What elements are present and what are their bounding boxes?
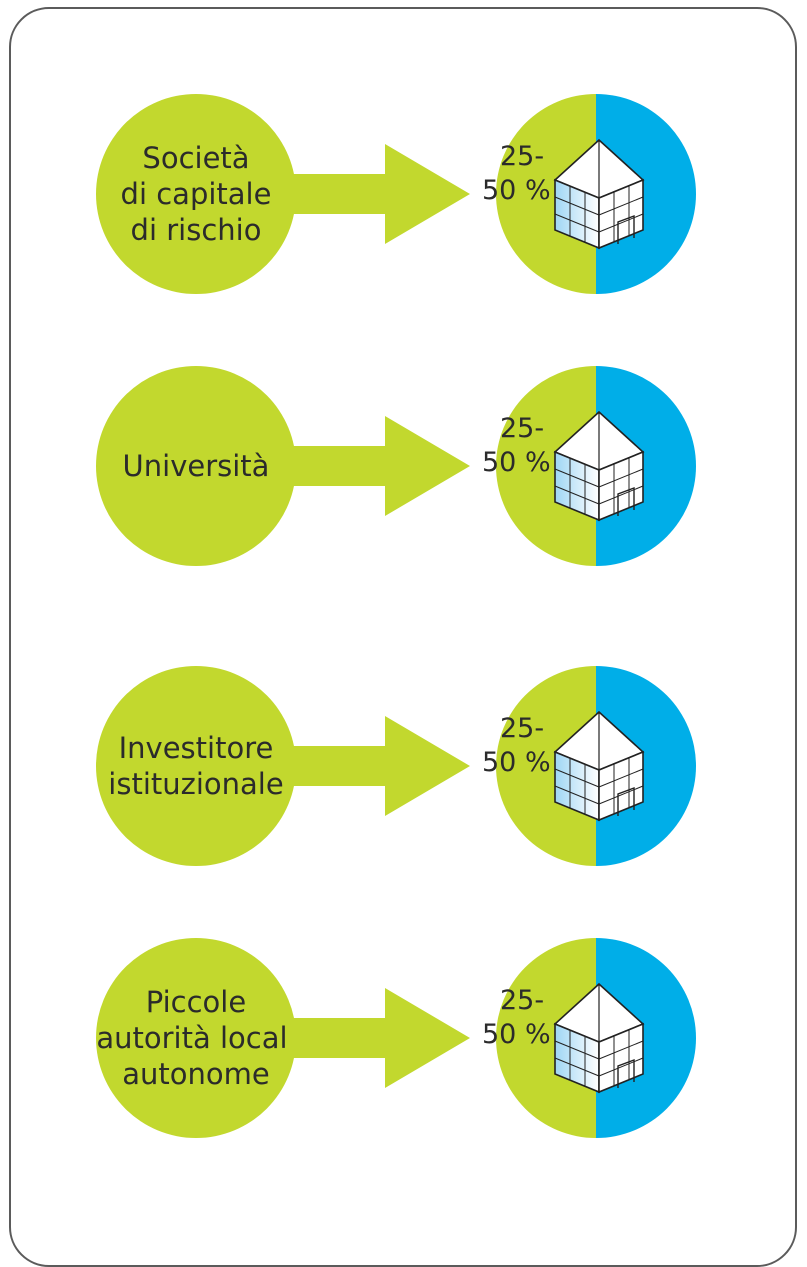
- percent-line-1: 25-: [500, 713, 545, 744]
- company-building-icon: [553, 138, 645, 250]
- percent-line-2: 50 %: [482, 747, 551, 778]
- arrow-right-icon: [290, 716, 470, 816]
- company-building-icon: [553, 982, 645, 1094]
- percent-line-2: 50 %: [482, 175, 551, 206]
- investor-label: Società di capitale di rischio: [120, 141, 272, 247]
- percent-range: 25- 50 %: [480, 984, 570, 1052]
- arrow-right-icon: [290, 144, 470, 244]
- investor-row: Investitore istituzionale 25- 50 %: [0, 666, 807, 866]
- investor-circle: [96, 666, 296, 866]
- investor-label: Piccole autorità locali autonome: [96, 985, 296, 1091]
- arrow-right-icon: [290, 416, 470, 516]
- investor-row: Piccole autorità locali autonome 25- 50 …: [0, 938, 807, 1138]
- arrow-right-icon: [290, 988, 470, 1088]
- percent-line-1: 25-: [500, 413, 545, 444]
- investor-circle: [96, 938, 296, 1138]
- percent-line-1: 25-: [500, 985, 545, 1016]
- investor-label: Investitore istituzionale: [108, 731, 284, 801]
- investor-circle: [96, 94, 296, 294]
- company-building-icon: [553, 410, 645, 522]
- investor-row: Società di capitale di rischio 25- 50 %: [0, 94, 807, 294]
- percent-line-2: 50 %: [482, 1019, 551, 1050]
- company-building-icon: [553, 710, 645, 822]
- percent-range: 25- 50 %: [480, 712, 570, 780]
- percent-line-1: 25-: [500, 141, 545, 172]
- percent-range: 25- 50 %: [480, 412, 570, 480]
- ownership-pie: [496, 94, 696, 294]
- percent-range: 25- 50 %: [480, 140, 570, 208]
- investor-row: Università 25- 50 %: [0, 366, 807, 566]
- investor-label: Università: [122, 449, 270, 483]
- percent-line-2: 50 %: [482, 447, 551, 478]
- investor-circle: [96, 366, 296, 566]
